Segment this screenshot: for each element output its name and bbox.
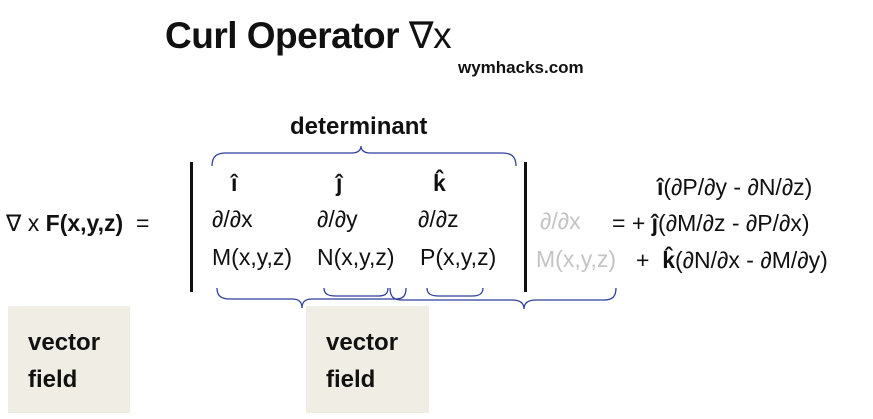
matrix-d-dz: ∂/∂z (418, 206, 459, 232)
repeat-d-dx: ∂/∂x (540, 208, 581, 234)
lhs-equals: = (135, 210, 150, 236)
result-j-expr: (∂M/∂z - ∂P/∂x) (658, 210, 810, 236)
brace-bottom-right (389, 287, 617, 310)
result-i-unit: î (657, 174, 664, 200)
matrix-d-dx: ∂/∂x (212, 206, 253, 232)
box-middle-line1: vector (326, 329, 399, 356)
box-left-line2: field (28, 366, 78, 393)
result-k-unit: k̂ (662, 247, 676, 273)
page-title: Curl Operator ∇x (165, 14, 452, 57)
website-label: wymhacks.com (458, 58, 584, 77)
vector-field-box-middle: vector field (306, 306, 429, 413)
box-middle-line2: field (326, 366, 376, 393)
brace-top (211, 145, 517, 167)
repeat-M: M(x,y,z) (536, 246, 617, 272)
box-left-line1: vector (28, 329, 101, 356)
brace-bottom-right-inner (426, 287, 484, 297)
result-i-expr: (∂P/∂y - ∂N/∂z) (663, 174, 813, 200)
result-term-j: = + ĵ(∂M/∂z - ∂P/∂x) (612, 210, 810, 237)
result-j-sign: = + (612, 210, 646, 236)
matrix-M: M(x,y,z) (212, 244, 293, 270)
matrix-P: P(x,y,z) (420, 244, 497, 270)
vector-field-box-left: vector field (8, 306, 130, 413)
determinant-left-bar (190, 162, 193, 292)
matrix-N: N(x,y,z) (317, 244, 395, 270)
matrix-i-hat: î (231, 170, 238, 196)
lhs-prefix: ∇ x (6, 210, 46, 236)
matrix-k-hat: k̂ (433, 170, 446, 196)
brace-bottom-middle (323, 287, 389, 297)
result-k-sign: + (636, 247, 650, 273)
title-text: Curl Operator (165, 15, 400, 56)
result-term-k: + k̂(∂N/∂x - ∂M/∂y) (636, 247, 828, 274)
title-operator: ∇x (408, 15, 452, 56)
result-k-expr: (∂N/∂x - ∂M/∂y) (675, 247, 828, 273)
matrix-j-hat: ĵ (336, 170, 343, 196)
result-term-i: î(∂P/∂y - ∂N/∂z) (657, 174, 812, 201)
lhs-field: F(x,y,z) (45, 210, 124, 236)
determinant-right-bar (524, 162, 527, 292)
determinant-label: determinant (290, 113, 428, 140)
result-j-unit: ĵ (651, 210, 659, 236)
curl-lhs: ∇ x F(x,y,z) = (6, 210, 149, 237)
brace-bottom-left (216, 287, 407, 309)
matrix-d-dy: ∂/∂y (317, 206, 358, 232)
